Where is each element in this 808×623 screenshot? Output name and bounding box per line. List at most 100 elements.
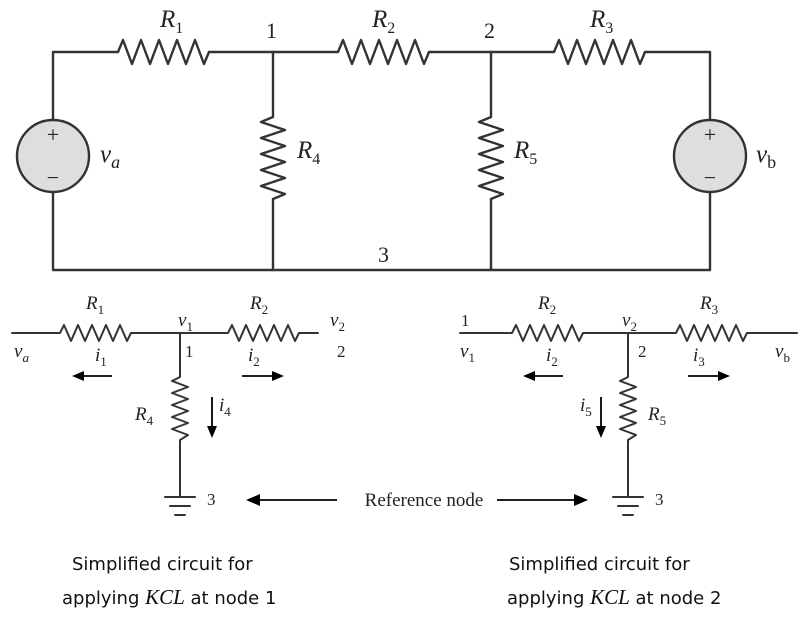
main-r5-letter: R (513, 137, 529, 164)
left-horizontal-wire (11, 324, 319, 342)
right-i5-sub: 5 (585, 404, 592, 419)
left-r2-label: R2 (249, 293, 268, 317)
right-i3-sub: 3 (698, 354, 705, 369)
right-r5-branch (619, 332, 637, 498)
right-r3-label: R3 (699, 293, 718, 317)
left-i1-label: i1 (95, 345, 107, 369)
left-caption-kcl: KCL (145, 585, 185, 609)
vb-plus-sign: + (704, 122, 716, 147)
left-i2-arrowhead (272, 371, 284, 381)
right-caption-post: at node 2 (629, 588, 722, 609)
main-r1-label: R1 (159, 6, 183, 37)
right-vb-label: vb (775, 341, 790, 365)
left-r1-sub: 1 (98, 302, 105, 317)
main-va-label: va (100, 141, 120, 172)
right-i2-label: i2 (546, 345, 558, 369)
right-caption-line-1: Simplified circuit for (509, 554, 690, 575)
right-caption-line-2: applying KCL at node 2 (507, 585, 721, 610)
right-r5-letter: R (647, 404, 660, 425)
left-node-3-label: 3 (207, 490, 216, 509)
left-r1-label: R1 (85, 293, 104, 317)
right-r3-letter: R (699, 293, 712, 314)
reference-node-label: Reference node (365, 490, 484, 511)
main-r1-sub: 1 (175, 20, 183, 37)
main-vb-label: vb (756, 141, 776, 172)
right-i5-arrow (596, 397, 606, 438)
main-circuit: + − + − R1 R2 R3 R4 R5 va vb 1 2 3 (15, 6, 776, 272)
left-r1-letter: R (85, 293, 98, 314)
left-v2-letter: v (330, 310, 339, 331)
right-i5-letter: i (580, 395, 585, 416)
left-va-letter: v (14, 341, 23, 362)
va-source-circle (15, 118, 91, 194)
left-v1-label: v1 (178, 310, 193, 334)
left-i1-sub: 1 (100, 354, 107, 369)
right-i2-arrowhead (523, 371, 535, 381)
right-r2-sub: 2 (550, 302, 557, 317)
left-i2-sub: 2 (253, 354, 260, 369)
main-r5-branch (477, 50, 505, 272)
left-node-1-label: 1 (185, 342, 194, 361)
left-i4-letter: i (219, 395, 224, 416)
left-i1-arrow (72, 371, 112, 381)
main-r4-sub: 4 (312, 151, 320, 168)
main-r4-branch (259, 50, 287, 272)
right-i2-letter: i (546, 345, 551, 366)
vb-source-circle (672, 118, 748, 194)
main-vb-sub: b (767, 152, 776, 172)
left-r4-letter: R (134, 404, 147, 425)
right-v2-sub: 2 (630, 319, 637, 334)
reference-node-annotation: Reference node (246, 490, 588, 511)
left-caption-post: at node 1 (184, 588, 277, 609)
main-r2-label: R2 (371, 6, 395, 37)
left-va-sub: a (22, 350, 29, 365)
main-vb-letter: v (756, 141, 768, 168)
right-v1-letter: v (460, 341, 469, 362)
left-r4-branch (171, 332, 189, 498)
main-node-1-label: 1 (266, 18, 277, 43)
right-v2-letter: v (622, 310, 631, 331)
left-i4-sub: 4 (224, 404, 231, 419)
right-r2-label: R2 (537, 293, 556, 317)
left-i2-arrow (242, 371, 284, 381)
right-v1-sub: 1 (468, 350, 475, 365)
right-i5-arrowhead (596, 426, 606, 438)
right-i3-arrow (688, 371, 730, 381)
right-r5-label: R5 (647, 404, 666, 428)
right-node-2-label: 2 (638, 342, 647, 361)
main-r3-letter: R (589, 6, 605, 33)
left-v1-letter: v (178, 310, 187, 331)
main-bottom-wire (51, 188, 712, 272)
reference-right-arrowhead (574, 494, 588, 506)
left-va-label: va (14, 341, 29, 365)
right-r5-sub: 5 (660, 413, 667, 428)
main-r4-letter: R (296, 137, 312, 164)
main-r4-label: R4 (296, 137, 320, 168)
left-caption-line-1: Simplified circuit for (72, 554, 253, 575)
left-r4-label: R4 (134, 404, 154, 428)
left-i4-arrowhead (207, 426, 217, 438)
left-caption-pre: applying (62, 588, 146, 609)
main-va-letter: v (100, 141, 112, 168)
left-i2-letter: i (248, 345, 253, 366)
main-r5-sub: 5 (529, 151, 537, 168)
va-plus-sign: + (47, 122, 59, 147)
right-i2-arrow (523, 371, 563, 381)
left-i1-arrowhead (72, 371, 84, 381)
main-r2-sub: 2 (387, 20, 395, 37)
right-r2-letter: R (537, 293, 550, 314)
right-vb-letter: v (775, 341, 784, 362)
main-va-sub: a (111, 152, 120, 172)
main-r5-label: R5 (513, 137, 537, 168)
right-i3-arrowhead (718, 371, 730, 381)
main-r2-letter: R (371, 6, 387, 33)
main-r3-label: R3 (589, 6, 613, 37)
right-horizontal-wire (459, 324, 798, 342)
left-i2-label: i2 (248, 345, 260, 369)
left-subcircuit: R1 R2 R4 v1 v2 va 1 2 3 i1 i2 i4 (11, 293, 346, 516)
left-v2-label: v2 (330, 310, 345, 334)
right-i3-label: i3 (693, 345, 705, 369)
right-v1-label: v1 (460, 341, 475, 365)
right-subcircuit: R2 R3 R5 1 v1 v2 2 vb 3 i2 i3 i5 (459, 293, 798, 516)
